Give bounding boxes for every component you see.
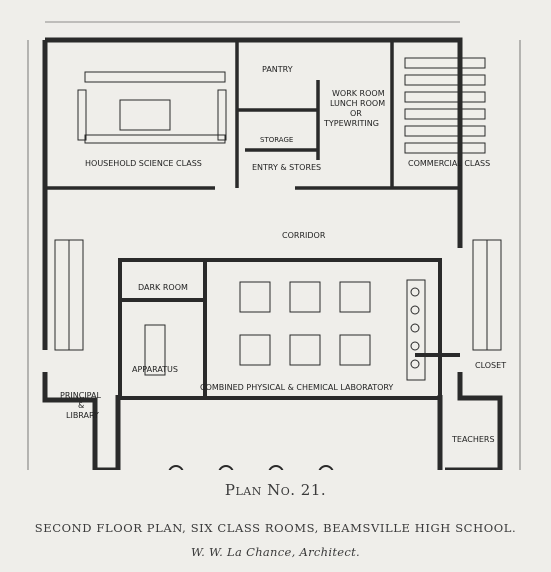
floor-plan-drawing: PANTRY WORK ROOM LUNCH ROOM OR TYPEWRITI… bbox=[27, 21, 521, 470]
pantry-label: PANTRY bbox=[262, 65, 293, 74]
lab-stools bbox=[410, 287, 420, 369]
library-label: LIBRARY bbox=[66, 411, 99, 420]
typewriting-label: TYPEWRITING bbox=[323, 119, 379, 128]
room-labels: PANTRY WORK ROOM LUNCH ROOM OR TYPEWRITI… bbox=[60, 65, 506, 444]
corridor-label: CORRIDOR bbox=[282, 231, 326, 240]
principal-amp-label: & bbox=[78, 401, 84, 410]
stair-left bbox=[54, 239, 84, 351]
storage-label: STORAGE bbox=[260, 136, 293, 144]
closet-label: CLOSET bbox=[475, 361, 506, 370]
work-room-label: WORK ROOM bbox=[332, 89, 385, 98]
household-tables bbox=[77, 71, 227, 144]
or-label: OR bbox=[350, 109, 362, 118]
lab-tables bbox=[144, 279, 426, 381]
laboratory-walls bbox=[118, 258, 460, 400]
plan-title: Plan No. 21. bbox=[224, 481, 327, 499]
apparatus-label: APPARATUS bbox=[132, 365, 178, 374]
stair-right bbox=[472, 239, 502, 351]
commercial-label: COMMERCIAL CLASS bbox=[408, 159, 490, 168]
portico-columns bbox=[168, 465, 334, 470]
commercial-desks bbox=[404, 57, 486, 154]
household-label: HOUSEHOLD SCIENCE CLASS bbox=[85, 159, 202, 168]
laboratory-label: COMBINED PHYSICAL & CHEMICAL LABORATORY bbox=[200, 383, 393, 392]
upper-room-walls bbox=[45, 40, 460, 190]
dimension-lines bbox=[27, 21, 521, 470]
plan-subtitle: SECOND FLOOR PLAN, SIX CLASS ROOMS, BEAM… bbox=[34, 521, 517, 535]
plan-architect: W. W. La Chance, Architect. bbox=[191, 545, 360, 559]
teachers-label: TEACHERS bbox=[451, 435, 495, 444]
principal-label: PRINCIPAL bbox=[60, 391, 101, 400]
entry-stores-label: ENTRY & STORES bbox=[252, 163, 321, 172]
outer-walls bbox=[42, 37, 503, 470]
dark-room-label: DARK ROOM bbox=[138, 283, 188, 292]
lunch-room-label: LUNCH ROOM bbox=[330, 99, 385, 108]
